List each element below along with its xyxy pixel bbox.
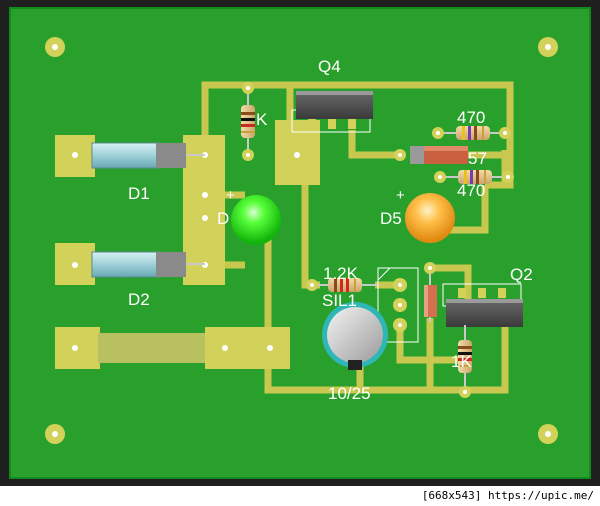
- diode-d2: [91, 251, 205, 278]
- plus-d5: +: [396, 187, 405, 204]
- label-r-1k-top: K: [256, 110, 268, 129]
- led-d5-orange: [405, 193, 455, 243]
- label-d5: D5: [380, 209, 402, 228]
- pad-bottom-bar: [98, 333, 208, 363]
- label-d1: D1: [128, 184, 150, 203]
- led-d3-green: [231, 195, 281, 245]
- pad-drills: [72, 152, 300, 351]
- pcb-surface: [9, 7, 591, 479]
- resistor-470-bottom: [440, 170, 508, 184]
- label-q4: Q4: [318, 57, 341, 76]
- pad-bottom-right: [205, 327, 290, 369]
- label-d3: D: [217, 209, 229, 228]
- label-r-470-top: 470: [457, 108, 485, 127]
- label-r-1-2k: 1.2K: [323, 264, 359, 283]
- sil1-outline: [377, 267, 419, 343]
- resistor-1k-top: [241, 88, 255, 155]
- label-d2: D2: [128, 290, 150, 309]
- q2-body: [446, 299, 523, 327]
- label-r-1k-bottom: 1K: [451, 352, 472, 371]
- resistor-vertical-red: [424, 268, 437, 322]
- resistor-1-2k: [312, 278, 378, 292]
- label-r-470-bottom: 470: [457, 181, 485, 200]
- label-r-57: 57: [468, 149, 487, 168]
- resistor-470-top: [438, 126, 505, 140]
- caption-text: [668x543] https://upic.me/: [421, 489, 594, 502]
- resistor-1k-bottom: [458, 325, 472, 392]
- image-caption: [668x543] https://upic.me/: [0, 486, 600, 506]
- label-cap-value: 10/25: [328, 384, 371, 403]
- diode-57: [410, 146, 468, 164]
- capacitor-10-25: [322, 302, 388, 370]
- mounting-hole-drills: [52, 44, 551, 437]
- plus-d3: +: [226, 187, 235, 204]
- label-q2: Q2: [510, 265, 533, 284]
- pad-bridge: [183, 135, 225, 285]
- diode-d1: [91, 142, 205, 169]
- label-sil1: SIL1: [322, 291, 357, 310]
- q4-body: [296, 91, 373, 119]
